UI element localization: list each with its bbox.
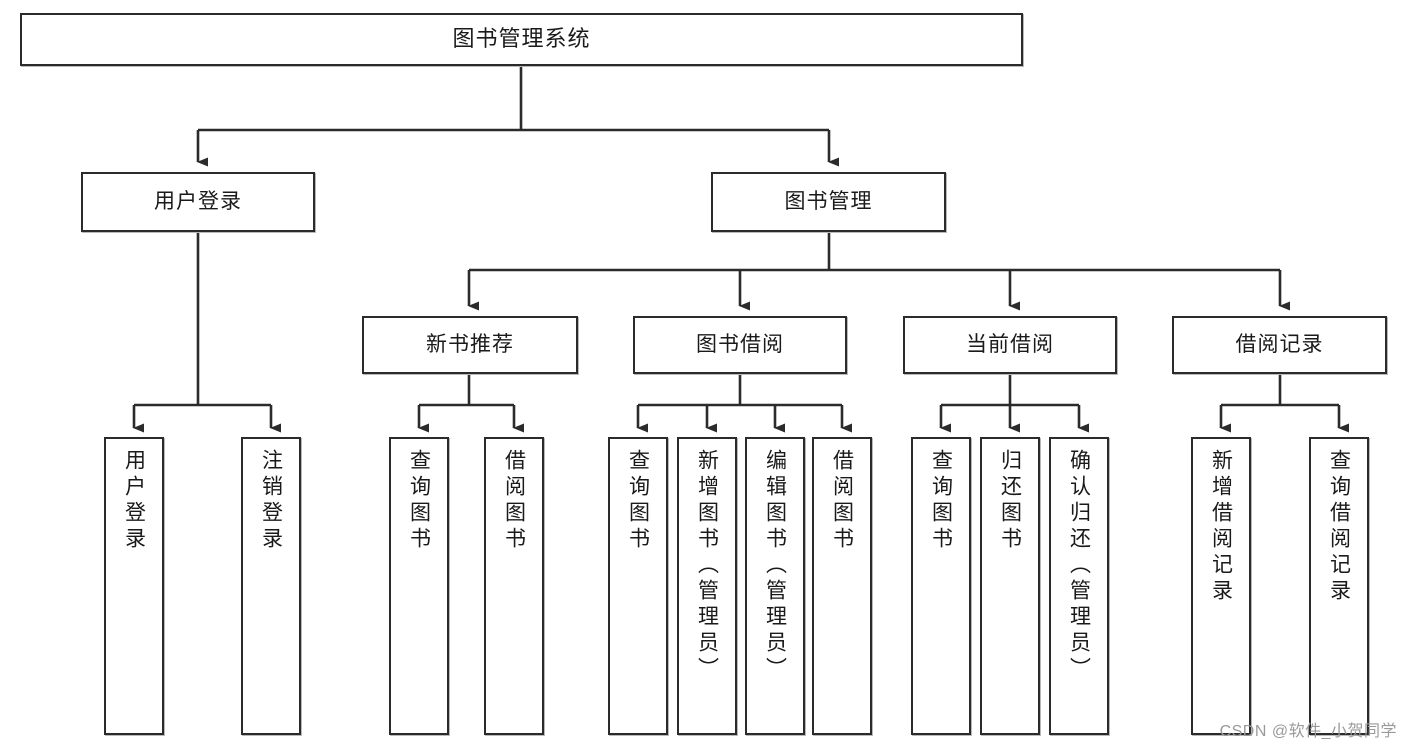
leaf-return-book[interactable]: 归还图书 bbox=[980, 437, 1040, 735]
leaf-borrow-books-new[interactable]: 借阅图书 bbox=[484, 437, 544, 735]
node-borrow-records[interactable]: 借阅记录 bbox=[1172, 316, 1387, 374]
leaf-query-borrow-record[interactable]: 查询借阅记录 bbox=[1309, 437, 1369, 735]
leaf-query-books-borrow[interactable]: 查询图书 bbox=[608, 437, 668, 735]
leaf-query-books-new[interactable]: 查询图书 bbox=[389, 437, 449, 735]
leaf-edit-book-admin[interactable]: 编辑图书（管理员） bbox=[745, 437, 805, 735]
leaf-return-book-label: 归还图书 bbox=[998, 449, 1022, 553]
node-new-book-recommend-label: 新书推荐 bbox=[426, 333, 514, 357]
leaf-borrow-book-label: 借阅图书 bbox=[830, 449, 854, 553]
node-current-borrow[interactable]: 当前借阅 bbox=[903, 316, 1117, 374]
leaf-add-book-admin[interactable]: 新增图书（管理员） bbox=[677, 437, 737, 735]
node-new-book-recommend[interactable]: 新书推荐 bbox=[362, 316, 578, 374]
node-current-borrow-label: 当前借阅 bbox=[966, 333, 1054, 357]
leaf-borrow-book[interactable]: 借阅图书 bbox=[812, 437, 872, 735]
leaf-query-books-current[interactable]: 查询图书 bbox=[911, 437, 971, 735]
leaf-edit-book-admin-label: 编辑图书（管理员） bbox=[763, 449, 787, 683]
watermark: CSDN @软件_小贺同学 bbox=[1219, 723, 1397, 740]
leaf-add-borrow-record[interactable]: 新增借阅记录 bbox=[1191, 437, 1251, 735]
leaf-logout[interactable]: 注销登录 bbox=[241, 437, 301, 735]
leaf-query-books-current-label: 查询图书 bbox=[929, 449, 953, 553]
node-user-login-label: 用户登录 bbox=[154, 190, 242, 214]
leaf-user-login[interactable]: 用户登录 bbox=[104, 437, 164, 735]
leaf-logout-label: 注销登录 bbox=[259, 449, 283, 553]
node-root[interactable]: 图书管理系统 bbox=[20, 13, 1023, 66]
node-root-label: 图书管理系统 bbox=[452, 26, 591, 52]
leaf-query-books-borrow-label: 查询图书 bbox=[626, 449, 650, 553]
leaf-user-login-label: 用户登录 bbox=[122, 449, 146, 553]
leaf-confirm-return-admin-label: 确认归还（管理员） bbox=[1067, 449, 1091, 683]
node-book-management-label: 图书管理 bbox=[784, 190, 873, 214]
node-user-login[interactable]: 用户登录 bbox=[81, 172, 315, 232]
leaf-confirm-return-admin[interactable]: 确认归还（管理员） bbox=[1049, 437, 1109, 735]
leaf-borrow-books-new-label: 借阅图书 bbox=[502, 449, 526, 553]
leaf-query-borrow-record-label: 查询借阅记录 bbox=[1327, 449, 1351, 605]
node-book-borrow-label: 图书借阅 bbox=[696, 333, 784, 357]
node-book-borrow[interactable]: 图书借阅 bbox=[633, 316, 847, 374]
leaf-add-borrow-record-label: 新增借阅记录 bbox=[1209, 449, 1233, 605]
leaf-query-books-new-label: 查询图书 bbox=[407, 449, 431, 553]
node-book-management[interactable]: 图书管理 bbox=[711, 172, 946, 232]
node-borrow-records-label: 借阅记录 bbox=[1235, 333, 1324, 357]
leaf-add-book-admin-label: 新增图书（管理员） bbox=[695, 449, 719, 683]
